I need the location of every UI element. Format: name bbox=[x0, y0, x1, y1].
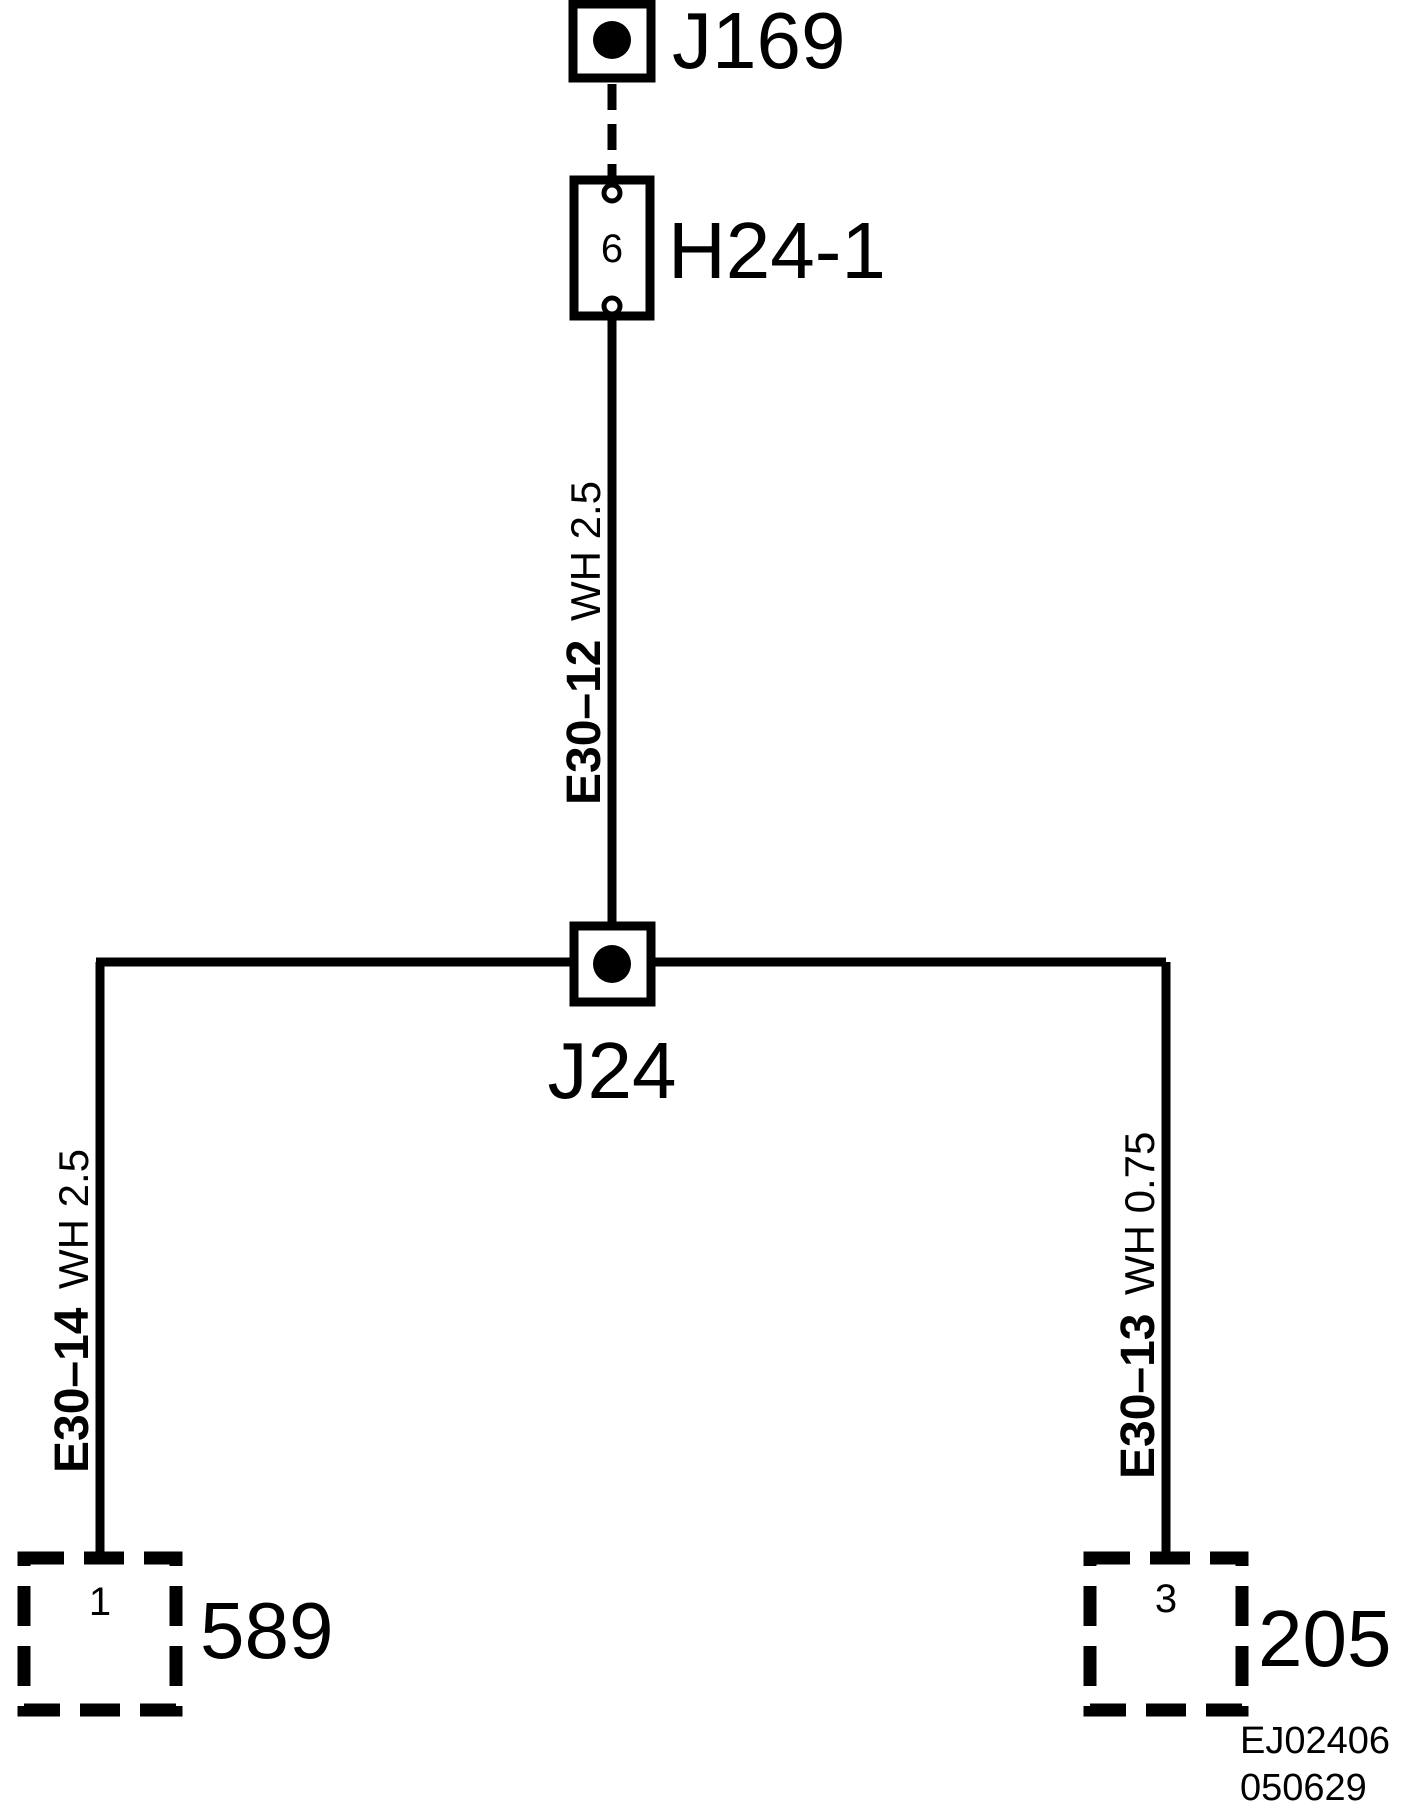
wire-e30-13-label: E30–13 WH 0.75 bbox=[1112, 1132, 1165, 1479]
drawing-ref-date: 050629 bbox=[1240, 1767, 1367, 1809]
component-205-pin-number: 3 bbox=[1155, 1577, 1177, 1621]
j169-splice[interactable] bbox=[568, 0, 656, 83]
h24-1-label: H24-1 bbox=[668, 206, 886, 295]
wire-e30-14-label: E30–14 WH 2.5 bbox=[46, 1149, 99, 1473]
component-589-label: 589 bbox=[200, 1586, 333, 1675]
h24-1-pin-number: 6 bbox=[601, 227, 623, 271]
component-205-label: 205 bbox=[1258, 1594, 1391, 1683]
drawing-ref-number: EJ02406 bbox=[1240, 1720, 1390, 1762]
j169-label: J169 bbox=[672, 0, 845, 85]
component-205[interactable] bbox=[1083, 1551, 1249, 1717]
j24-label: J24 bbox=[548, 1026, 677, 1115]
component-589-pin-number: 1 bbox=[89, 1580, 111, 1624]
component-589[interactable] bbox=[17, 1551, 183, 1717]
wire-e30-12-label: E30–12 WH 2.5 bbox=[558, 481, 611, 805]
j24-splice[interactable] bbox=[569, 921, 656, 1007]
